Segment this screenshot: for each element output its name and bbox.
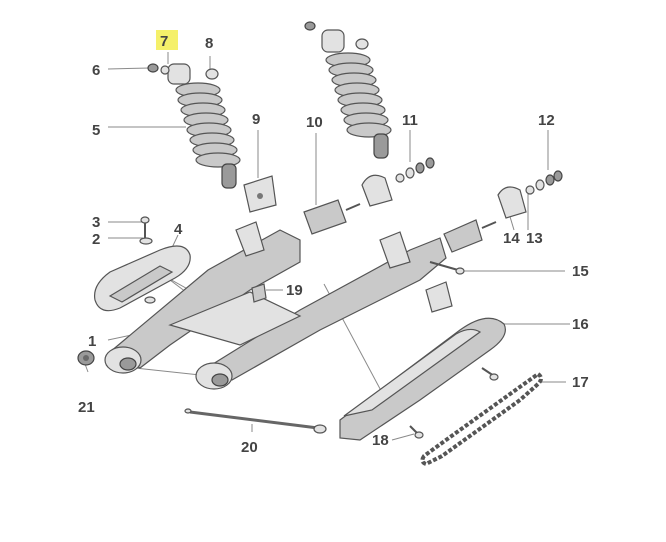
bracket (425, 281, 453, 313)
callout-21: 21 (78, 399, 95, 416)
leader-lines (84, 52, 570, 441)
callout-13: 13 (526, 230, 543, 247)
callout-3: 3 (92, 214, 100, 231)
swingarm (104, 221, 447, 390)
callout-7: 7 (160, 33, 168, 50)
cover-bolts (409, 367, 499, 439)
nut-washer-set-11 (395, 157, 435, 183)
callout-labels: 1 2 3 4 5 6 7 8 9 10 11 12 13 14 15 16 1… (78, 33, 589, 456)
bolt-15 (429, 261, 465, 275)
drive-chain (420, 371, 543, 467)
callout-11: 11 (402, 112, 418, 129)
shock-absorber-left (147, 63, 241, 189)
axle-nut (77, 350, 95, 366)
adjuster-block-10 (303, 174, 393, 235)
block-19 (251, 283, 267, 303)
callout-18: 18 (372, 432, 389, 449)
callout-1: 1 (88, 333, 96, 350)
callout-8: 8 (205, 35, 213, 52)
callout-20: 20 (241, 439, 258, 456)
callout-15: 15 (572, 263, 589, 280)
callout-7-highlight (156, 30, 178, 50)
chain-guide (93, 245, 191, 312)
shock-absorber-right (304, 21, 392, 159)
callout-19: 19 (286, 282, 303, 299)
slider-block-9 (243, 175, 277, 213)
callout-17: 17 (572, 374, 589, 391)
guide-bolt (139, 216, 156, 304)
chain-cover (339, 317, 506, 441)
callout-9: 9 (252, 111, 260, 128)
callout-2: 2 (92, 231, 100, 248)
callout-12: 12 (538, 112, 555, 129)
callout-10: 10 (306, 114, 323, 131)
callout-16: 16 (572, 316, 589, 333)
callout-6: 6 (92, 62, 100, 79)
swingarm-axle (184, 408, 327, 434)
callout-4: 4 (174, 221, 183, 238)
adjuster-block-14 (443, 186, 527, 253)
callout-5: 5 (92, 122, 100, 139)
nut-washer-set-12 (525, 170, 563, 195)
callout-14: 14 (503, 230, 520, 247)
